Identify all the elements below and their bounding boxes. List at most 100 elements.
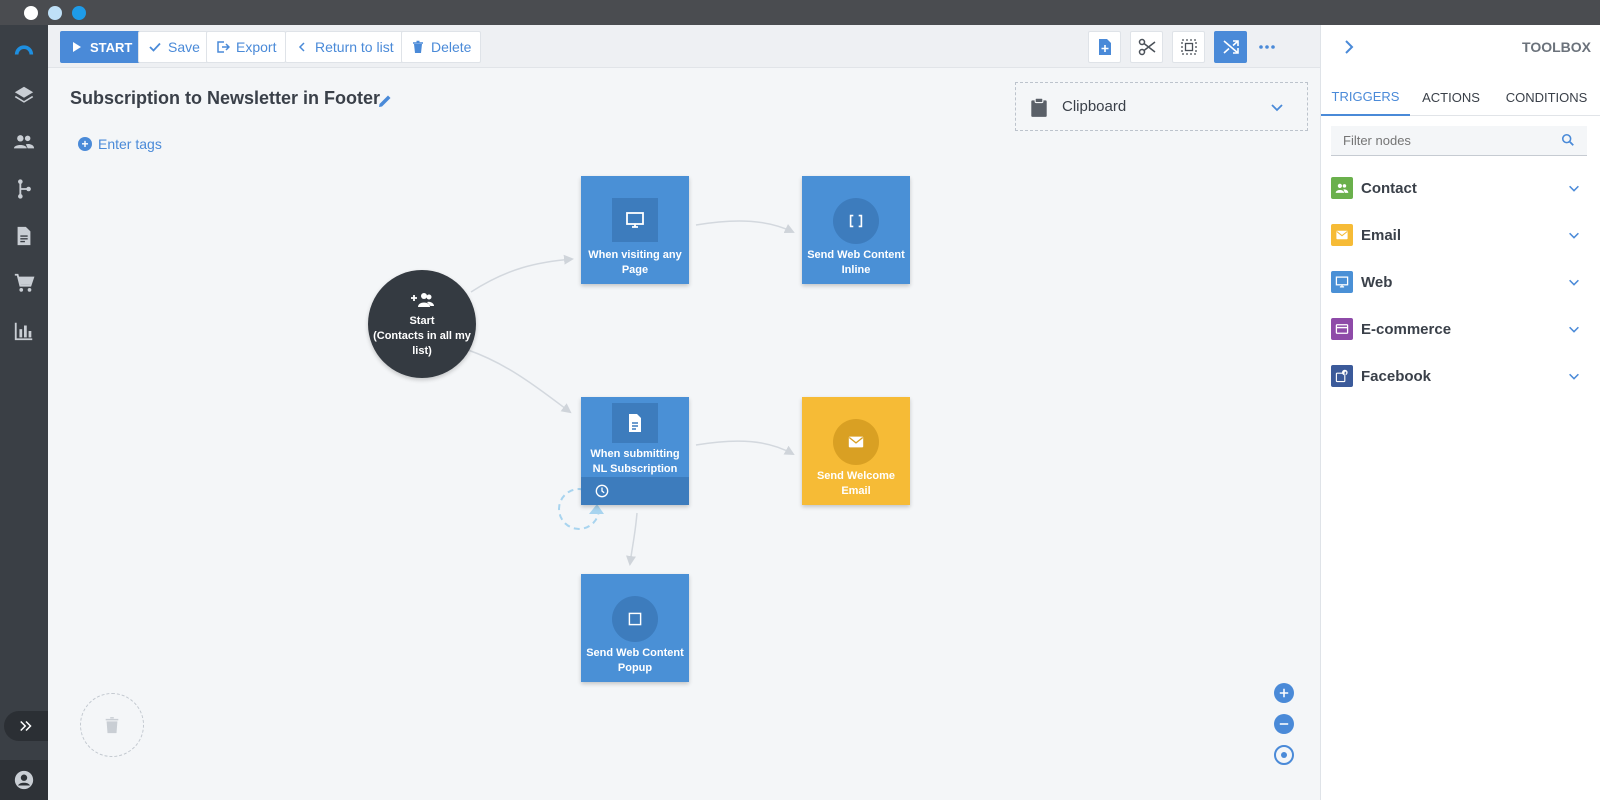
clock-icon: [595, 484, 609, 498]
category-contact[interactable]: Contact: [1331, 174, 1587, 202]
chevron-down-icon: [1569, 185, 1579, 192]
envelope-icon: [833, 419, 879, 465]
trash-icon: [105, 717, 119, 734]
node-inline-content-label: Send Web Content Inline: [807, 249, 905, 276]
workflow-canvas[interactable]: Subscription to Newsletter in Footer + E…: [48, 68, 1320, 800]
contacts-icon[interactable]: [10, 128, 38, 156]
pencil-icon[interactable]: [376, 92, 394, 110]
window-close-button[interactable]: [24, 6, 38, 20]
category-contact-label: Contact: [1361, 179, 1417, 197]
minus-icon: [1279, 723, 1289, 725]
form-document-icon: [612, 403, 658, 443]
category-facebook-label: Facebook: [1361, 367, 1432, 385]
start-node[interactable]: Start (Contacts in all my list): [368, 270, 476, 378]
trash-drop-zone[interactable]: [80, 693, 144, 757]
plus-icon: [1279, 688, 1289, 698]
node-submit-form-timer[interactable]: [581, 477, 689, 505]
double-chevron-right-icon: [20, 720, 32, 732]
filter-nodes-field[interactable]: [1331, 126, 1587, 156]
clipboard-panel[interactable]: Clipboard: [1015, 82, 1308, 131]
edge-submit-to-popup: [626, 512, 638, 566]
add-document-icon: [1098, 39, 1111, 55]
window-maximize-button[interactable]: [72, 6, 86, 20]
edge-start-to-visit: [470, 254, 574, 293]
workflow-icon[interactable]: [10, 175, 38, 203]
center-view-button[interactable]: [1274, 745, 1294, 765]
node-welcome-email-label: Send Welcome Email: [816, 470, 896, 497]
layers-icon[interactable]: [10, 81, 38, 109]
monitor-icon: [612, 198, 658, 242]
node-inline-content[interactable]: Send Web Content Inline: [802, 176, 910, 284]
edge-visit-to-inline: [695, 220, 795, 234]
start-button[interactable]: START: [60, 31, 143, 63]
tab-actions[interactable]: ACTIONS: [1422, 89, 1480, 105]
toolbox-header: TOOLBOX: [1321, 25, 1600, 68]
delete-button[interactable]: Delete: [401, 31, 482, 63]
save-label: Save: [168, 39, 200, 55]
export-icon: [217, 41, 230, 53]
brackets-icon: [833, 198, 879, 244]
cart-icon[interactable]: [10, 269, 38, 297]
check-icon: [149, 42, 161, 52]
user-avatar[interactable]: [0, 760, 48, 800]
edge-submit-to-email: [695, 440, 795, 455]
tab-triggers[interactable]: TRIGGERS: [1321, 78, 1410, 116]
chevron-down-icon[interactable]: [1269, 99, 1285, 115]
user-icon: [14, 770, 34, 790]
popup-square-icon: [612, 596, 658, 642]
add-group-icon: [411, 293, 434, 307]
chevron-down-icon: [1569, 373, 1579, 380]
shuffle-icon: [1222, 40, 1239, 54]
more-options-button[interactable]: [1250, 31, 1283, 63]
return-to-list-button[interactable]: Return to list: [285, 31, 404, 63]
zoom-in-button[interactable]: [1274, 683, 1294, 703]
return-label: Return to list: [315, 39, 394, 55]
export-button[interactable]: Export: [206, 31, 287, 63]
chevron-left-icon: [298, 42, 305, 52]
category-ecommerce-label: E-commerce: [1361, 320, 1452, 338]
window-minimize-button[interactable]: [48, 6, 62, 20]
tab-conditions[interactable]: CONDITIONS: [1505, 89, 1588, 105]
nav-expand-button[interactable]: [4, 711, 48, 741]
category-email[interactable]: Email: [1331, 221, 1587, 249]
node-popup-content[interactable]: Send Web Content Popup: [581, 574, 689, 682]
export-label: Export: [236, 39, 277, 55]
trash-icon: [413, 40, 423, 53]
chevron-right-icon[interactable]: [1339, 37, 1359, 57]
start-node-subtitle-1: (Contacts in all my: [373, 330, 471, 342]
enter-tags-link[interactable]: + Enter tags: [78, 136, 162, 152]
wait-loop-indicator: [558, 488, 600, 530]
toolbox-tabs: TRIGGERS ACTIONS CONDITIONS: [1321, 78, 1600, 116]
chevron-down-icon: [1569, 279, 1579, 286]
reports-icon[interactable]: [10, 317, 38, 345]
category-facebook[interactable]: Facebook: [1331, 362, 1587, 390]
play-icon: [73, 42, 81, 52]
category-email-label: Email: [1361, 226, 1402, 244]
chevron-down-icon: [1569, 326, 1579, 333]
delete-label: Delete: [431, 39, 472, 55]
zoom-out-button[interactable]: [1274, 714, 1294, 734]
select-area-button[interactable]: [1172, 31, 1205, 63]
search-icon[interactable]: [1561, 133, 1575, 147]
node-visit-page[interactable]: When visiting any Page: [581, 176, 689, 284]
start-label: START: [90, 39, 133, 55]
chevron-down-icon: [1569, 232, 1579, 239]
category-ecommerce[interactable]: E-commerce: [1331, 315, 1587, 343]
node-welcome-email[interactable]: Send Welcome Email: [802, 397, 910, 505]
select-area-icon: [1180, 39, 1197, 55]
save-button[interactable]: Save: [138, 31, 210, 63]
cut-button[interactable]: [1130, 31, 1163, 63]
document-icon[interactable]: [10, 222, 38, 250]
node-popup-content-label: Send Web Content Popup: [586, 647, 684, 674]
filter-nodes-input[interactable]: [1343, 133, 1543, 148]
auto-layout-button[interactable]: [1214, 31, 1247, 63]
category-web[interactable]: Web: [1331, 268, 1587, 296]
category-web-label: Web: [1361, 273, 1393, 291]
editor-toolbar: START Save Export Return to list Delete: [48, 25, 1320, 68]
add-note-button[interactable]: [1088, 31, 1121, 63]
target-icon: [1281, 752, 1287, 758]
node-submit-form[interactable]: When submitting NL Subscription Form: [581, 397, 689, 505]
logo-icon[interactable]: [10, 35, 38, 63]
start-node-subtitle-2: list): [412, 345, 432, 357]
window-titlebar: [0, 0, 1600, 25]
